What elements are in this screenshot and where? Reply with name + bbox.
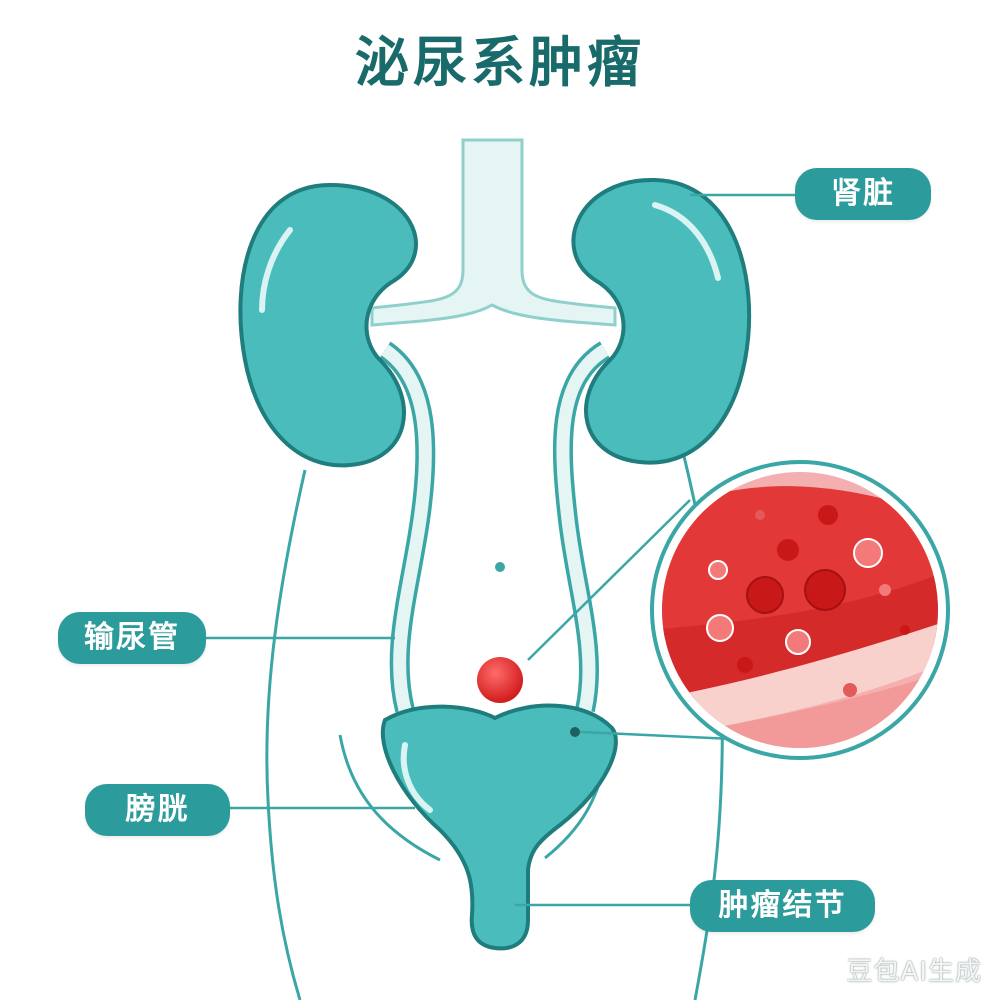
navel-marker [495, 562, 505, 572]
great-vessels [370, 138, 617, 327]
watermark: 豆包AI生成 [846, 957, 982, 987]
bladder [380, 703, 618, 951]
label-tumor-nodule: 肿瘤结节 [690, 880, 875, 932]
ureter-tubes [378, 341, 611, 713]
label-bladder: 膀胱 [85, 784, 230, 836]
bladder-lesion-dot [570, 727, 580, 737]
label-ureter: 输尿管 [58, 612, 206, 664]
right-kidney [571, 177, 752, 465]
label-kidney: 肾脏 [795, 168, 931, 220]
page-title: 泌尿系肿瘤 [355, 31, 645, 94]
tumor-nodule [477, 657, 523, 703]
left-kidney [238, 182, 418, 468]
magnified-tissue-view [650, 460, 950, 760]
